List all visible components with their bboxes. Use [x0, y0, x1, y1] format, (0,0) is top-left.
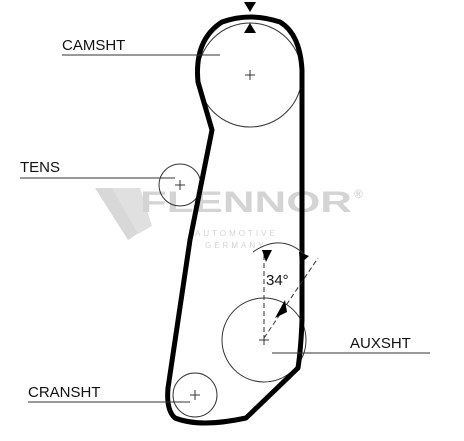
leader-lines	[20, 54, 430, 403]
camshaft-center-mark	[245, 70, 255, 80]
angle-arrow-left	[262, 250, 272, 262]
auxiliary-label: AUXSHT	[350, 335, 411, 352]
angle-arrow-lower	[275, 300, 287, 318]
tensioner-label: TENS	[20, 159, 60, 176]
pulleys	[158, 22, 307, 418]
camshaft-label: CAMSHT	[62, 37, 125, 54]
timing-mark-top	[244, 2, 256, 33]
crankshaft-center-mark	[190, 390, 200, 400]
crankshaft-label: CRANSHT	[28, 384, 101, 401]
angle-arrow-right	[299, 252, 309, 264]
angle-reference-line-slant	[263, 257, 319, 339]
watermark-line2: GERMANY	[205, 241, 266, 250]
angle-value: 34°	[266, 272, 289, 289]
watermark-logo-mark-2	[112, 188, 152, 234]
timing-mark-arrow-down	[244, 2, 256, 12]
watermark: FLENNOR ® AUTOMOTIVE GERMANY	[95, 186, 363, 250]
crankshaft-pulley	[172, 372, 218, 418]
tensioner-center-mark	[175, 180, 185, 190]
angle-construction: 34°	[252, 242, 319, 339]
timing-belt	[165, 14, 305, 426]
timing-mark-arrow-up	[244, 23, 256, 33]
angle-arc	[252, 242, 307, 257]
watermark-brand: FLENNOR	[140, 186, 352, 219]
watermark-line1: AUTOMOTIVE	[195, 229, 278, 238]
watermark-registered: ®	[354, 187, 363, 201]
